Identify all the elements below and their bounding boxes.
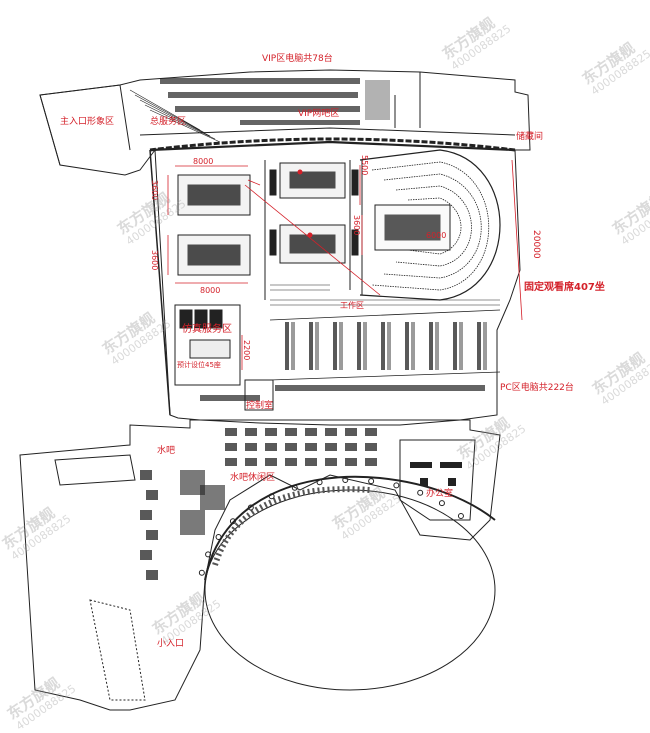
label-fixed-seats: 固定观看席407坐 — [524, 282, 605, 293]
furniture-block — [429, 322, 433, 370]
seat — [215, 534, 222, 541]
furniture-block — [365, 428, 377, 436]
label-vip-pc: VIP区电脑共78台 — [262, 54, 333, 64]
furniture-block — [305, 428, 317, 436]
furniture-block — [477, 322, 481, 370]
seat — [247, 504, 254, 511]
furniture-block — [459, 322, 463, 370]
furniture-block — [285, 322, 289, 370]
furniture-block — [245, 443, 257, 451]
furniture-block — [285, 428, 297, 436]
furniture-block — [387, 322, 391, 370]
furniture-block — [339, 322, 343, 370]
furniture-block — [265, 443, 277, 451]
furniture-block — [315, 322, 319, 370]
furniture-block — [225, 443, 237, 451]
label-vip-net: VIP网吧区 — [298, 109, 340, 119]
seat — [268, 493, 275, 500]
dim-3600-left-a: 3600 — [150, 180, 159, 201]
furniture-block — [146, 570, 158, 580]
central-round-hall — [204, 489, 496, 691]
furniture-block — [325, 458, 337, 466]
label-sim-service: 仿真服务区 — [182, 324, 232, 335]
upper-outline — [39, 69, 531, 426]
furniture-block — [146, 490, 158, 500]
furniture-block — [146, 530, 158, 540]
furniture-block — [225, 428, 237, 436]
label-office: 办公室 — [426, 489, 454, 499]
label-sim-note: 预计设位45座 — [177, 361, 221, 369]
label-small-entrance: 小入口 — [157, 639, 185, 649]
furniture-block — [357, 322, 361, 370]
furniture-block — [483, 322, 487, 370]
furniture-block — [411, 322, 415, 370]
furniture-block — [140, 470, 152, 480]
furniture-block — [225, 458, 237, 466]
seat — [198, 569, 205, 576]
furniture-block — [381, 322, 385, 370]
label-water-bar-lounge: 水吧休闲区 — [230, 473, 276, 483]
label-storage: 储藏间 — [516, 132, 544, 142]
furniture-block — [265, 458, 277, 466]
furniture-block — [345, 443, 357, 451]
furniture-block — [365, 443, 377, 451]
label-work-area: 工作区 — [340, 301, 364, 310]
dim-20000: 20000 — [531, 230, 541, 259]
seat — [393, 482, 400, 489]
furniture-block — [285, 443, 297, 451]
lower-outline — [19, 419, 501, 711]
furniture-block — [305, 443, 317, 451]
furniture-block — [365, 458, 377, 466]
furniture-block — [305, 458, 317, 466]
seat — [342, 477, 349, 484]
dim-8000-bottom: 8000 — [200, 286, 221, 295]
furniture-block — [265, 428, 277, 436]
furniture-block — [363, 322, 367, 370]
seat — [457, 512, 464, 519]
furniture-block — [285, 458, 297, 466]
dim-3600-mid: 3600 — [352, 215, 361, 236]
seat — [368, 478, 375, 485]
furniture-block — [325, 443, 337, 451]
label-service: 总服务区 — [150, 117, 187, 127]
furniture-block — [345, 428, 357, 436]
dim-5500: 5500 — [360, 155, 369, 176]
furniture-block — [291, 322, 295, 370]
furniture-block — [140, 550, 152, 560]
dim-3600-left-b: 3600 — [150, 250, 159, 271]
seat — [316, 479, 323, 486]
furniture-block — [325, 428, 337, 436]
furniture-block — [245, 428, 257, 436]
label-control-room: 控制室 — [246, 401, 274, 411]
furniture-block — [309, 322, 313, 370]
label-main-entrance: 主入口形象区 — [60, 117, 115, 127]
furniture-block — [140, 510, 152, 520]
label-pc-area: PC区电脑共222台 — [500, 383, 574, 393]
furniture-block — [345, 458, 357, 466]
dim-2200: 2200 — [242, 340, 251, 361]
seat — [438, 500, 445, 507]
furniture-block — [453, 322, 457, 370]
furniture-block — [405, 322, 409, 370]
dim-6000: 6000 — [426, 231, 447, 240]
seat — [417, 489, 424, 496]
furniture-block — [435, 322, 439, 370]
label-water-bar: 水吧 — [157, 446, 176, 456]
seat — [291, 484, 298, 491]
seat — [229, 518, 236, 525]
seat — [205, 551, 212, 558]
dim-8000-top: 8000 — [193, 157, 214, 166]
furniture-block — [333, 322, 337, 370]
furniture-block — [245, 458, 257, 466]
